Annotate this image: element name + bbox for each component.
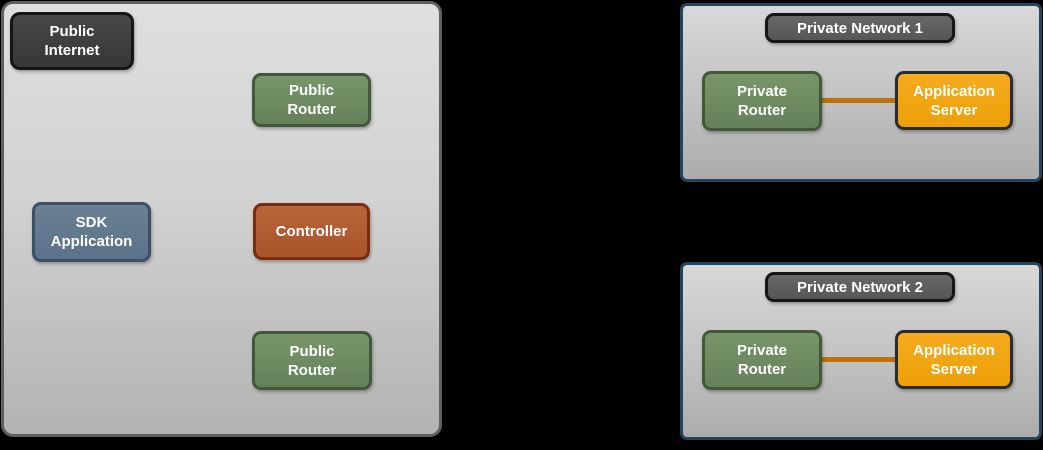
node-private-router-2: Private Router [702, 330, 822, 390]
node-application-server-2: Application Server [895, 330, 1013, 389]
node-private-router-1: Private Router [702, 71, 822, 131]
node-application-server-1: Application Server [895, 71, 1013, 130]
node-public-router-top: Public Router [252, 73, 371, 127]
private-network-1-zone: Private Network 1 Private Router Applica… [680, 3, 1042, 182]
private-network-2-badge: Private Network 2 [765, 272, 955, 302]
public-internet-badge: Public Internet [10, 12, 134, 70]
link-router-server-2 [818, 357, 899, 362]
node-controller: Controller [253, 203, 370, 260]
node-sdk-application: SDK Application [32, 202, 151, 262]
link-router-server-1 [818, 98, 899, 103]
private-network-1-badge: Private Network 1 [765, 13, 955, 43]
node-public-router-bottom: Public Router [252, 331, 372, 390]
public-internet-zone: Public Internet Public Router SDK Applic… [1, 1, 442, 437]
private-network-2-zone: Private Network 2 Private Router Applica… [680, 262, 1042, 440]
